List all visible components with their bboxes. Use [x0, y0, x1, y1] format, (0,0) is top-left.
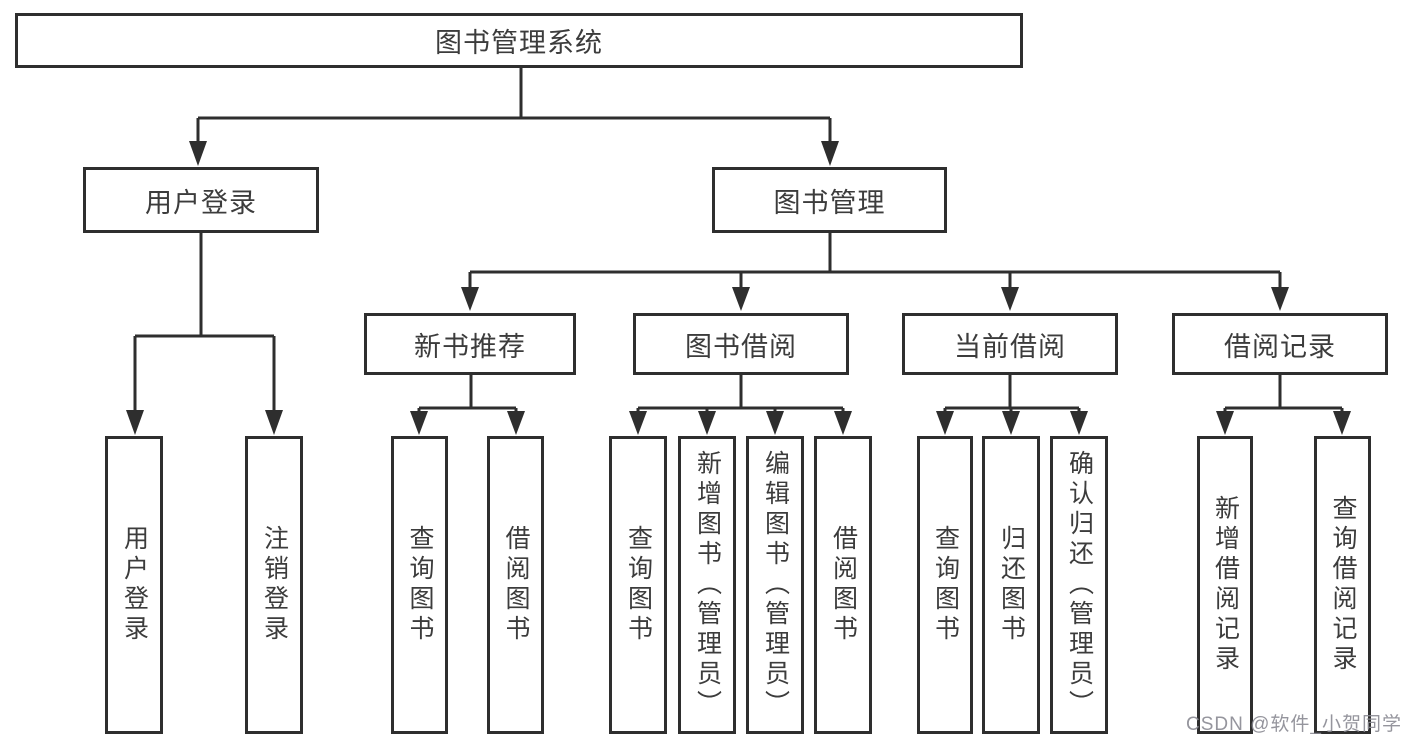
node-records: 借阅记录 — [1172, 313, 1388, 375]
leaf-current-search: 查询图书 — [917, 436, 973, 734]
connector-user-login-children — [126, 233, 283, 435]
leaf-records-add-label: 新增借阅记录 — [1211, 495, 1240, 675]
leaf-records-search-label: 查询借阅记录 — [1329, 495, 1357, 675]
leaf-records-search: 查询借阅记录 — [1314, 436, 1371, 734]
leaf-records-add: 新增借阅记录 — [1197, 436, 1253, 734]
connector-records-children — [1216, 375, 1351, 435]
node-borrow: 图书借阅 — [633, 313, 849, 375]
node-user-login: 用户登录 — [83, 167, 319, 233]
leaf-borrow-book: 借阅图书 — [814, 436, 872, 734]
leaf-borrow-add-label: 新增图书（管理员） — [693, 450, 722, 720]
leaf-current-return: 归还图书 — [982, 436, 1040, 734]
leaf-borrow-add: 新增图书（管理员） — [678, 436, 736, 734]
node-book-mgmt: 图书管理 — [712, 167, 947, 233]
node-current: 当前借阅 — [902, 313, 1118, 375]
leaf-current-search-label: 查询图书 — [931, 525, 960, 645]
leaf-user-login: 用户登录 — [105, 436, 163, 734]
connector-borrow-children — [629, 375, 852, 435]
leaf-current-confirm: 确认归还（管理员） — [1050, 436, 1108, 734]
leaf-current-return-label: 归还图书 — [997, 525, 1026, 645]
leaf-user-login-label: 用户登录 — [120, 525, 149, 645]
node-borrow-label: 图书借阅 — [685, 331, 797, 362]
leaf-borrow-edit-label: 编辑图书（管理员） — [761, 450, 790, 720]
connector-current-children — [936, 375, 1088, 435]
leaf-logout: 注销登录 — [245, 436, 303, 734]
leaf-current-confirm-label: 确认归还（管理员） — [1065, 450, 1094, 720]
connector-new-books-children — [410, 375, 525, 435]
leaf-borrow-book-label: 借阅图书 — [829, 525, 858, 645]
leaf-borrow-search: 查询图书 — [609, 436, 667, 734]
node-current-label: 当前借阅 — [954, 331, 1066, 362]
node-book-mgmt-label: 图书管理 — [773, 187, 886, 218]
leaf-borrow-edit: 编辑图书（管理员） — [746, 436, 804, 734]
leaf-new-books-borrow: 借阅图书 — [487, 436, 544, 734]
node-root: 图书管理系统 — [15, 13, 1023, 68]
leaf-new-books-search: 查询图书 — [391, 436, 448, 734]
node-records-label: 借阅记录 — [1224, 331, 1336, 362]
connector-book-mgmt-to-level2 — [461, 233, 1289, 311]
watermark-text: CSDN @软件_小贺同学 — [1186, 714, 1402, 735]
leaf-new-books-search-label: 查询图书 — [406, 525, 434, 645]
leaf-borrow-search-label: 查询图书 — [624, 525, 653, 645]
leaf-new-books-borrow-label: 借阅图书 — [502, 525, 530, 645]
node-new-books-label: 新书推荐 — [414, 331, 526, 362]
node-new-books: 新书推荐 — [364, 313, 576, 375]
leaf-logout-label: 注销登录 — [260, 525, 289, 645]
node-root-label: 图书管理系统 — [435, 28, 603, 58]
node-user-login-label: 用户登录 — [145, 187, 257, 218]
connector-root-to-level1 — [189, 68, 839, 166]
